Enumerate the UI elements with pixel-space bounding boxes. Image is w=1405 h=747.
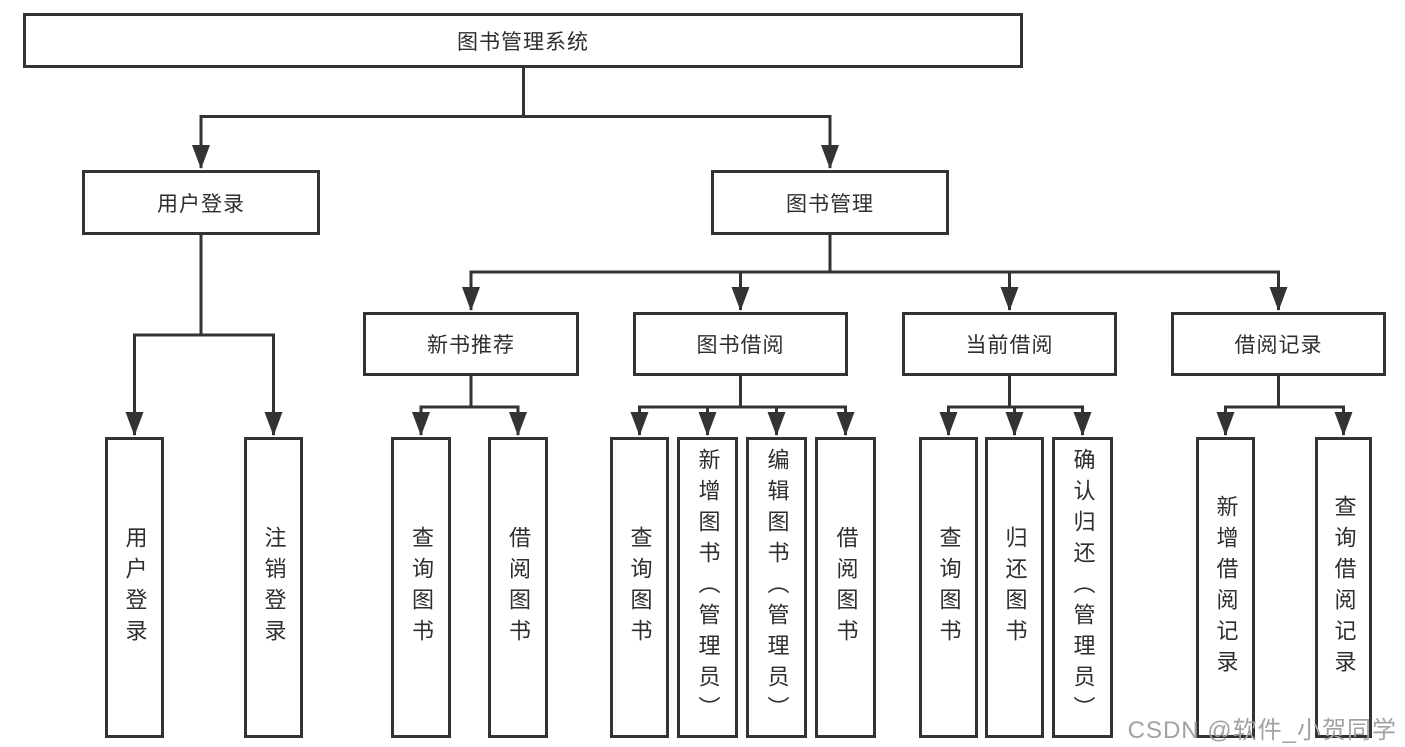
leaf-user-login: 用户登录 xyxy=(105,437,164,738)
leaf-borrow-books: 借阅图书 xyxy=(815,437,876,738)
leaf-logout: 注销登录 xyxy=(244,437,303,738)
leaf-add-book-admin: 新增图书（管理员） xyxy=(677,437,738,738)
leaf-query-books-current: 查询图书 xyxy=(919,437,978,738)
node-borrow-records: 借阅记录 xyxy=(1171,312,1386,376)
node-book-borrowing: 图书借阅 xyxy=(633,312,848,376)
node-new-book-recommend: 新书推荐 xyxy=(363,312,579,376)
node-library-system: 图书管理系统 xyxy=(23,13,1023,68)
leaf-query-books-borrow: 查询图书 xyxy=(610,437,669,738)
node-current-borrowing: 当前借阅 xyxy=(902,312,1117,376)
node-user-login: 用户登录 xyxy=(82,170,320,235)
node-book-management: 图书管理 xyxy=(711,170,949,235)
leaf-confirm-return-admin: 确认归还（管理员） xyxy=(1052,437,1113,738)
leaf-query-borrow-record: 查询借阅记录 xyxy=(1315,437,1372,738)
leaf-borrow-books-recommend: 借阅图书 xyxy=(488,437,548,738)
leaf-return-book: 归还图书 xyxy=(985,437,1044,738)
leaf-add-borrow-record: 新增借阅记录 xyxy=(1196,437,1255,738)
watermark: CSDN @软件_小贺同学 xyxy=(1127,717,1397,744)
leaf-edit-book-admin: 编辑图书（管理员） xyxy=(746,437,807,738)
leaf-query-books-recommend: 查询图书 xyxy=(391,437,451,738)
